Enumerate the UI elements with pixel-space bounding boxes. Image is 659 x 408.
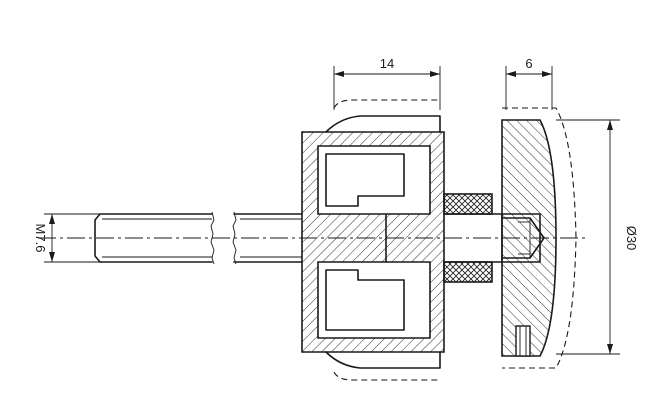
end-cap: [501, 107, 577, 369]
dimension-cap-thickness: 6: [505, 56, 553, 110]
aluminium-profile: [301, 99, 445, 381]
bolt-threaded-end: [94, 211, 215, 265]
dimension-label-thread: M7.6: [33, 224, 48, 253]
dimension-label-6: 6: [525, 56, 532, 71]
dimension-label-diameter: Ø30: [624, 226, 639, 251]
dimension-thread: M7.6: [33, 213, 100, 263]
dimension-cap-diameter: Ø30: [556, 119, 639, 355]
dimension-label-14: 14: [380, 56, 394, 71]
spacer-washer: [443, 193, 503, 283]
dimension-profile-width: 14: [333, 56, 441, 110]
